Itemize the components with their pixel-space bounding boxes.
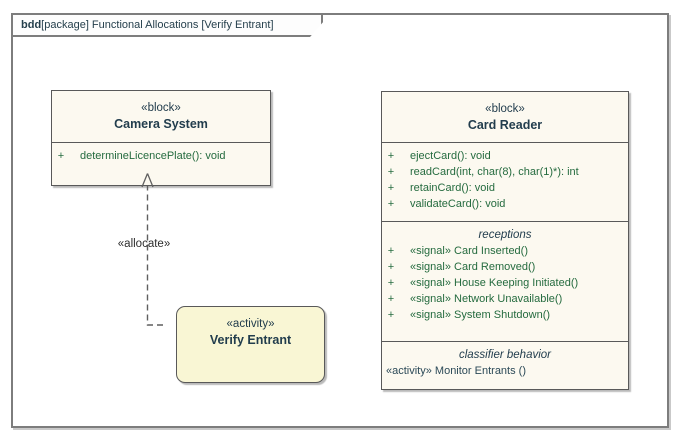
- visibility-plus: +: [387, 293, 395, 305]
- visibility-plus: +: [57, 150, 65, 162]
- classifier-behavior-value[interactable]: «activity» Monitor Entrants (): [386, 365, 526, 377]
- operation-row[interactable]: + validateCard(): void: [382, 196, 628, 212]
- activity-verify-entrant[interactable]: «activity» Verify Entrant: [176, 306, 325, 383]
- camera-system-header: «block» Camera System: [52, 91, 270, 142]
- card-reader-header: «block» Card Reader: [382, 92, 628, 142]
- frame-tab[interactable]: bdd[package] Functional Allocations [Ver…: [11, 13, 323, 37]
- card-reader-receptions-compartment: receptions + «signal» Card Inserted() + …: [382, 221, 628, 341]
- reception-row[interactable]: + «signal» Card Removed(): [382, 259, 628, 275]
- classifier-behavior-label: classifier behavior: [458, 349, 552, 361]
- operation-row[interactable]: + retainCard(): void: [382, 180, 628, 196]
- reception-row[interactable]: + «signal» System Shutdown(): [382, 307, 628, 323]
- reception-signature: «signal» Network Unavailable(): [410, 293, 563, 305]
- frame-tab-title: [package] Functional Allocations [Verify…: [41, 19, 274, 31]
- verify-entrant-stereotype: «activity»: [226, 318, 275, 330]
- operation-signature: ejectCard(): void: [410, 150, 491, 162]
- reception-signature: «signal» House Keeping Initiated(): [410, 277, 579, 289]
- visibility-plus: +: [387, 198, 395, 210]
- visibility-plus: +: [387, 150, 395, 162]
- visibility-plus: +: [387, 166, 395, 178]
- diagram-frame: bdd[package] Functional Allocations [Ver…: [11, 13, 669, 428]
- visibility-plus: +: [387, 277, 395, 289]
- card-reader-behavior-compartment: classifier behavior «activity» Monitor E…: [382, 341, 628, 388]
- camera-system-name: Camera System: [114, 117, 208, 131]
- visibility-plus: +: [387, 309, 395, 321]
- reception-row[interactable]: + «signal» Network Unavailable(): [382, 291, 628, 307]
- card-reader-name: Card Reader: [467, 117, 543, 132]
- allocate-label[interactable]: «allocate»: [117, 238, 171, 250]
- operation-row[interactable]: + determineLicencePlate(): void: [52, 148, 270, 164]
- camera-system-operations-compartment: + determineLicencePlate(): void: [52, 142, 270, 164]
- diagram-kind-keyword: bdd: [21, 19, 42, 31]
- reception-signature: «signal» Card Removed(): [410, 261, 536, 273]
- card-reader-stereotype: «block»: [485, 102, 525, 115]
- camera-system-stereotype: «block»: [141, 102, 181, 114]
- block-card-reader[interactable]: «block» Card Reader + ejectCard(): void …: [381, 91, 629, 390]
- verify-entrant-name: Verify Entrant: [209, 333, 292, 347]
- reception-row[interactable]: + «signal» Card Inserted(): [382, 243, 628, 259]
- reception-row[interactable]: + «signal» House Keeping Initiated(): [382, 275, 628, 291]
- visibility-plus: +: [387, 261, 395, 273]
- operation-signature: validateCard(): void: [410, 198, 506, 210]
- reception-signature: «signal» Card Inserted(): [410, 245, 529, 257]
- operation-row[interactable]: + ejectCard(): void: [382, 148, 628, 164]
- operation-signature: retainCard(): void: [410, 182, 495, 194]
- operation-signature: determineLicencePlate(): void: [80, 150, 226, 162]
- receptions-label: receptions: [478, 229, 532, 241]
- visibility-plus: +: [387, 245, 395, 257]
- operation-row[interactable]: + readCard(int, char(8), char(1)*): int: [382, 164, 628, 180]
- block-camera-system[interactable]: «block» Camera System + determineLicence…: [51, 90, 271, 186]
- visibility-plus: +: [387, 182, 395, 194]
- card-reader-operations-compartment: + ejectCard(): void + readCard(int, char…: [382, 142, 628, 221]
- operation-signature: readCard(int, char(8), char(1)*): int: [410, 166, 579, 178]
- reception-signature: «signal» System Shutdown(): [410, 309, 551, 321]
